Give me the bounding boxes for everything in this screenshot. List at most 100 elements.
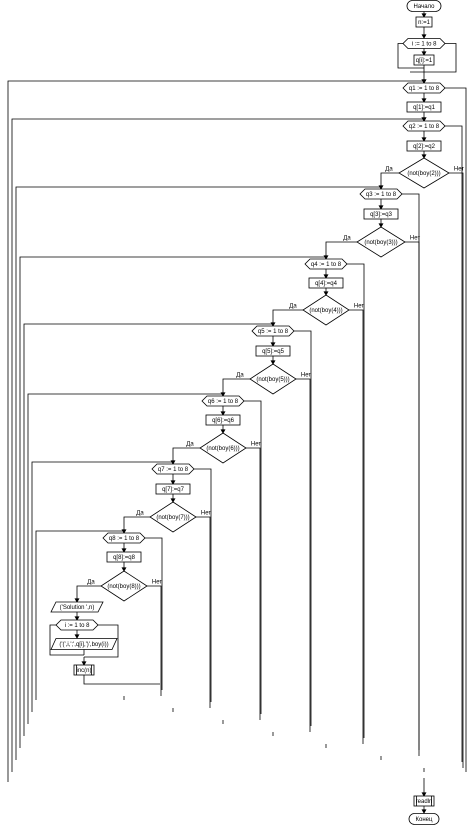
connector-line [194,468,212,702]
assign-q4: q[4]:=q4 [308,277,344,289]
no-label-7: Нет [201,511,211,517]
assign-q1-label: q[1]:=q1 [413,105,436,111]
connector-line [397,43,424,69]
loop-q8-label: q8 := 1 to 8 [109,536,140,542]
no-label-4: Нет [354,304,364,310]
arrow-head [421,154,427,159]
arrow-head [121,548,127,553]
connector-line [294,330,312,726]
cond-q2: (not(boy(2))) [398,157,450,189]
cond-q7: (not(boy(7))) [149,501,197,533]
arrow-head [378,223,384,228]
yes-label-4: Да [289,304,297,310]
connector-line [424,43,457,73]
connector-line [405,241,420,756]
arrow-head [220,429,226,434]
connector-line [145,537,163,690]
assign-q8: q[8]:=q8 [106,551,142,563]
connector-line [325,241,357,259]
arrow-head [270,342,276,347]
connector-line [19,256,326,748]
arrow-head [421,792,427,797]
assign-q8-label: q[8]:=q8 [113,555,136,561]
loop-i-init-label: i := 1 to 8 [412,41,438,47]
assign-q4-label: q[4]:=q4 [315,281,338,287]
loop-q4-label: q4 := 1 to 8 [311,262,342,268]
arrow-head [270,360,276,365]
inner-loop-i: i := 1 to 8 [55,619,99,631]
no-label-5: Нет [301,373,311,379]
readln-block: readln [413,795,435,807]
loop-q4: q4 := 1 to 8 [304,258,348,270]
cond-q4: (not(boy(4))) [302,294,350,326]
yes-label-7: Да [136,511,144,517]
arrow-head [421,79,427,84]
write-solution-label: ('Solution ',n) [60,605,95,611]
connector-line [76,585,101,602]
connector-line [347,263,365,738]
assign-q3: q[3]:=q3 [363,208,399,220]
connector-line [49,624,84,656]
loop-i-init: i := 1 to 8 [402,38,446,49]
connector-line [123,516,150,533]
no-label-2: Нет [454,167,464,173]
connector-line [172,447,200,464]
connector-line [31,461,173,712]
connector-line [222,378,250,396]
arrow-head [81,661,87,666]
assign-qi-block-label: q[i]:=1 [416,58,433,64]
cond-q8-label: (not(boy(8))) [107,584,140,590]
loop-q5-label: q5 := 1 to 8 [258,329,289,335]
end-terminal: Конец [408,813,440,825]
inner-loop-i-label: i := 1 to 8 [65,623,91,629]
loop-q1: q1 := 1 to 8 [402,82,446,94]
cond-q4-label: (not(boy(4))) [309,308,342,314]
assign-q7-label: q[7]:=q7 [162,487,185,493]
assign-q6: q[6]:=q6 [205,414,241,426]
arrow-head [323,291,329,296]
arrow-head [421,98,427,103]
cond-q3-label: (not(boy(3))) [364,240,397,246]
no-label-6: Нет [251,442,261,448]
connector-line [147,585,162,696]
loop-q6: q6 := 1 to 8 [201,395,245,407]
connector-line [410,65,425,73]
loop-q1-label: q1 := 1 to 8 [409,86,440,92]
connector-line [83,675,160,685]
assign-q2: q[2]:=q2 [406,140,442,152]
arrow-head [170,498,176,503]
write-pair: ('(',i,';',q[i],')',boy(i)) [50,638,118,650]
assign-q1: q[1]:=q1 [406,101,442,113]
arrow-head [323,274,329,279]
loop-q3: q3 := 1 to 8 [359,188,403,200]
connector-line [449,172,464,768]
cond-q2-label: (not(boy(2))) [407,171,440,177]
connector-line [15,186,381,760]
cond-q3: (not(boy(3))) [356,226,406,258]
cond-q7-label: (not(boy(7))) [156,515,189,521]
inc-block: inc(n) [73,664,95,676]
connector-line [196,516,211,708]
loop-q7-label: q7 := 1 to 8 [158,467,189,473]
init-block-label: n:=1 [418,20,431,26]
assign-q5-label: q[5]:=q5 [262,349,285,355]
connector-line [296,378,311,732]
connector-line [272,309,303,326]
connector-line [84,624,119,658]
loop-q5: q5 := 1 to 8 [251,325,295,337]
cond-q5: (not(boy(5))) [249,363,297,395]
arrow-head [378,205,384,210]
assign-q3-label: q[3]:=q3 [370,212,393,218]
connector-line [7,80,424,782]
loop-q2-label: q2 := 1 to 8 [409,124,440,130]
arrow-head [421,809,427,814]
arrow-head [421,51,427,56]
connector-line [246,447,261,720]
cond-q6: (not(boy(6))) [199,432,247,464]
readln-block-label: readln [416,799,433,805]
end-terminal-label: Конец [416,817,433,823]
assign-q2-label: q[2]:=q2 [413,144,436,150]
no-label-8: Нет [152,580,162,586]
assign-q5: q[5]:=q5 [255,345,291,357]
connector-line [244,400,262,714]
